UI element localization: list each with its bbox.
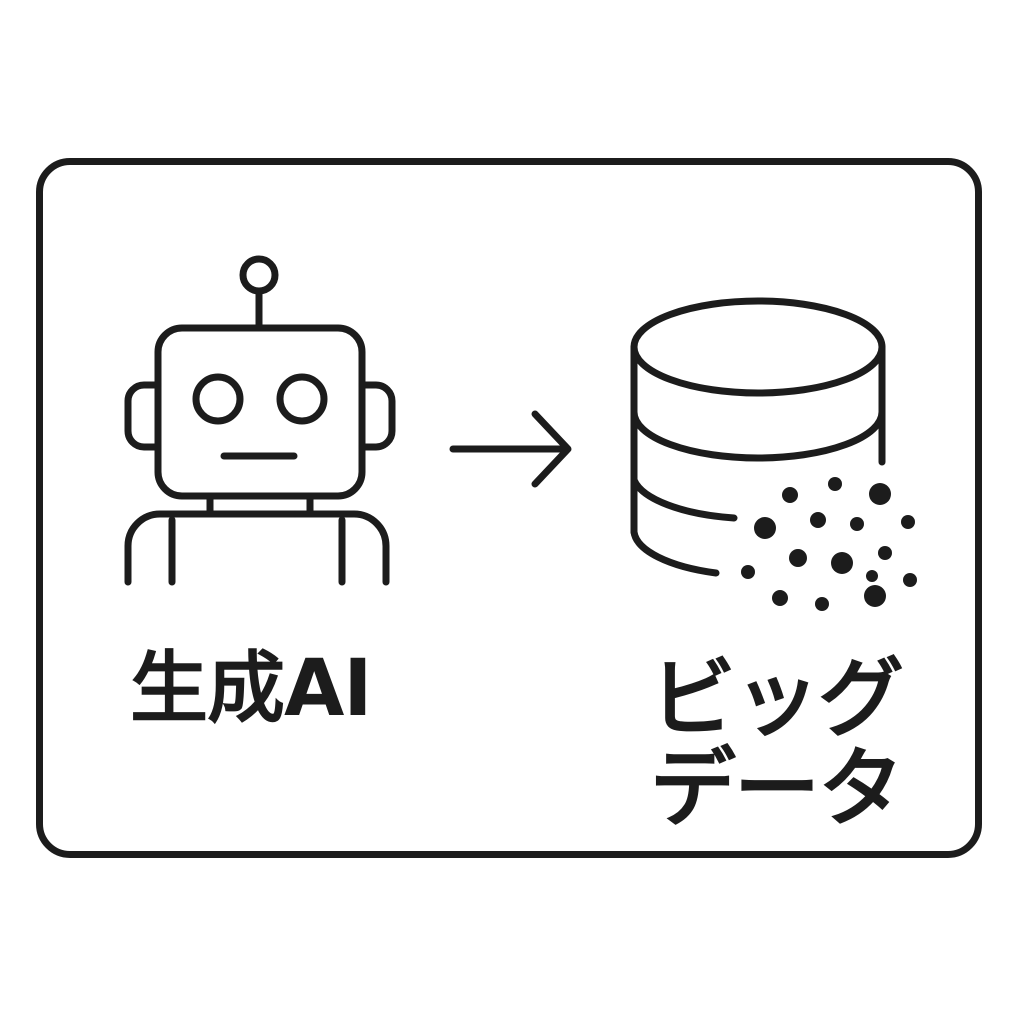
robot-head	[154, 324, 366, 500]
generative-ai-label: 生成AI	[130, 644, 372, 734]
robot-right-ear	[358, 381, 396, 451]
arrow-right-icon	[449, 410, 572, 488]
robot-right-eye	[276, 373, 328, 425]
robot-body-right	[290, 510, 390, 586]
big-data-label-line2: データ	[650, 739, 904, 839]
database-bottom	[630, 528, 720, 577]
robot-icon	[124, 255, 396, 586]
robot-left-eye	[192, 373, 244, 425]
database-band-1	[630, 408, 886, 462]
robot-antenna-ball	[239, 255, 279, 295]
database-band-2	[630, 476, 738, 522]
database-icon	[630, 297, 886, 577]
diagram-frame	[36, 158, 982, 858]
big-data-label-line1: ビッグ	[650, 649, 904, 749]
database-top	[630, 297, 886, 397]
robot-body-left	[124, 510, 224, 586]
data-dots-icon	[741, 477, 917, 611]
robot-left-ear	[124, 381, 162, 451]
